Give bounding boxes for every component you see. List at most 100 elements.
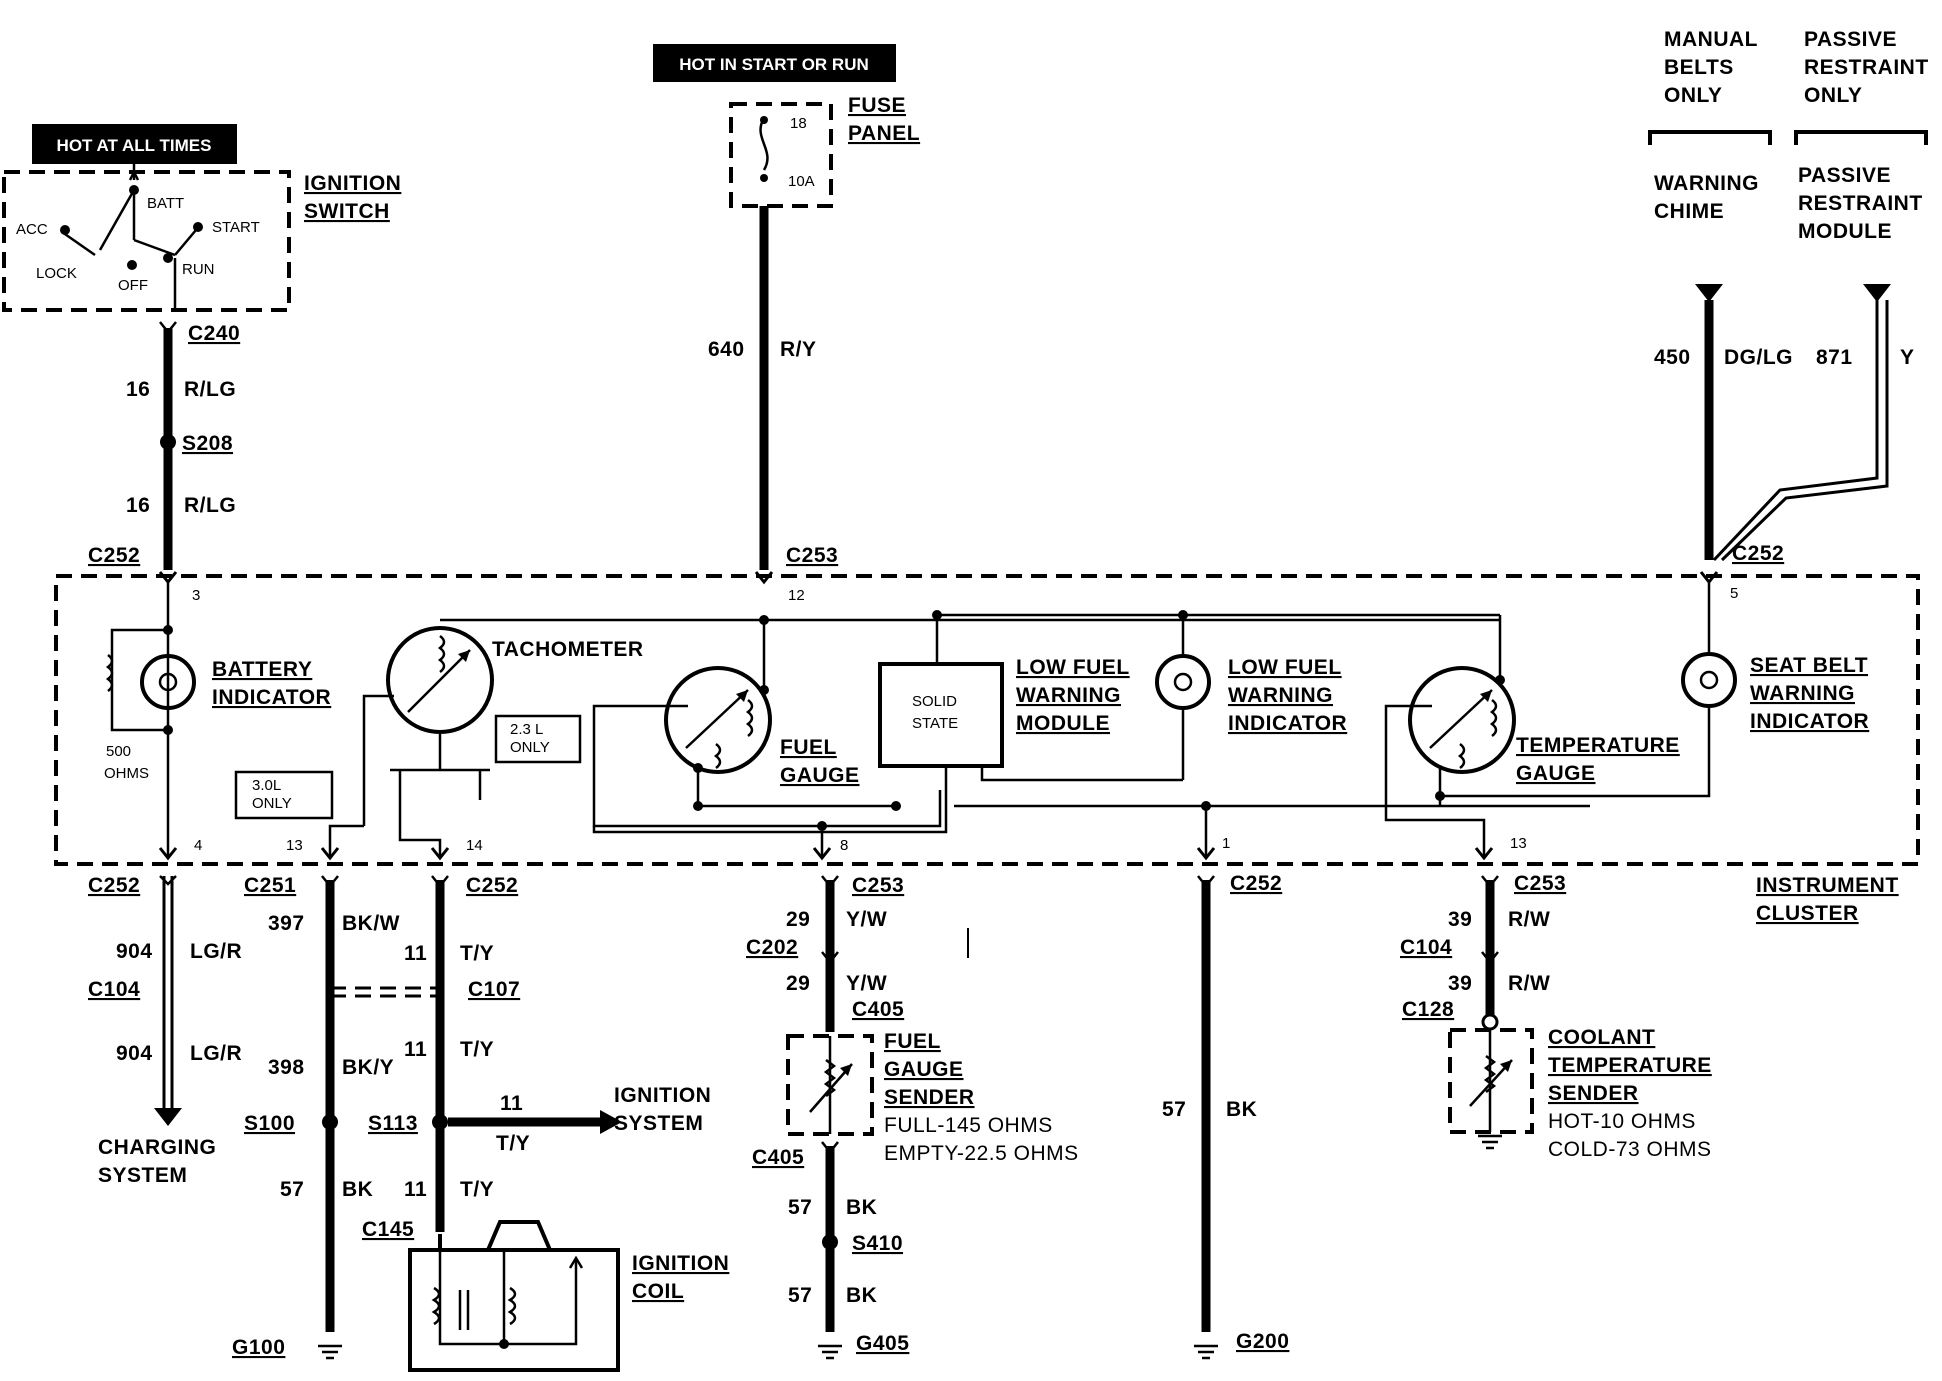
fuse-panel-title-1: FUSE: [848, 94, 906, 117]
ground-g100: G100: [232, 1336, 285, 1359]
only-23l-2: ONLY: [510, 739, 550, 756]
solid-state-2: STATE: [912, 715, 958, 732]
wire-871-number: 871: [1816, 346, 1853, 369]
wire-lgr-color: LG/R: [190, 940, 242, 963]
splice-s208: [160, 434, 176, 450]
wire-904-lgr: [162, 876, 174, 1110]
manual-belts-1: MANUAL: [1664, 28, 1758, 51]
wire-bk-color-b: BK: [846, 1196, 877, 1219]
fuse-rating: 10A: [788, 173, 815, 190]
connector-c145: C145: [362, 1218, 414, 1241]
connector-c251: C251: [244, 874, 296, 897]
instrument-cluster-box: [54, 574, 1920, 866]
wire-rw-color-a: R/W: [1508, 908, 1550, 931]
battery-indicator-1: BATTERY: [212, 658, 312, 681]
wire-11-number-b: 11: [404, 1038, 427, 1061]
fuse-number: 18: [790, 115, 807, 132]
wire-bk-color-d: BK: [1226, 1098, 1257, 1121]
lfw-module-1: LOW FUEL: [1016, 656, 1130, 679]
ignition-switch-box: [2, 170, 291, 312]
connector-c202: C202: [746, 936, 798, 959]
passive-only-3: ONLY: [1804, 84, 1862, 107]
cluster-title-2: CLUSTER: [1756, 902, 1859, 925]
connector-c252-right: C252: [1732, 542, 1784, 565]
connector-c253-b1: C253: [852, 874, 904, 897]
passive-only-2: RESTRAINT: [1804, 56, 1929, 79]
connector-c405-a: C405: [852, 998, 904, 1021]
ignition-system-1: IGNITION: [614, 1084, 711, 1107]
wire-bky-color: BK/Y: [342, 1056, 394, 1079]
passive-module-2: RESTRAINT: [1798, 192, 1923, 215]
connector-c252-b2: C252: [466, 874, 518, 897]
seat-belt-indicator-lamp: [1681, 652, 1737, 708]
fuse-panel-box: [729, 102, 833, 208]
lfw-indicator-1: LOW FUEL: [1228, 656, 1342, 679]
switch-pos-off: OFF: [118, 277, 148, 294]
manual-belts-2: BELTS: [1664, 56, 1734, 79]
ignition-switch-title-1: IGNITION: [304, 172, 401, 195]
battery-indicator-2: INDICATOR: [212, 686, 331, 709]
fuel-sender-2: GAUGE: [884, 1058, 964, 1081]
connector-c128: C128: [1402, 998, 1454, 1021]
wire-57-number-b: 57: [788, 1196, 812, 1219]
pin-13: 13: [286, 837, 303, 854]
lfw-indicator-3: INDICATOR: [1228, 712, 1347, 735]
wire-ty-color-c: T/Y: [496, 1132, 530, 1155]
ignition-coil-1: IGNITION: [632, 1252, 729, 1275]
wire-450-number: 450: [1654, 346, 1691, 369]
low-fuel-indicator-lamp: [1155, 654, 1211, 710]
wire-29-number-a: 29: [786, 908, 810, 931]
wire-11-number-a: 11: [404, 942, 427, 965]
fuel-gauge-label-2: GAUGE: [780, 764, 860, 787]
pin-3: 3: [192, 587, 200, 604]
temperature-gauge: [1408, 666, 1516, 774]
coolant-sender-2: TEMPERATURE: [1548, 1054, 1712, 1077]
fuel-spec-empty: EMPTY-22.5 OHMS: [884, 1142, 1079, 1165]
coolant-spec-cold: COLD-73 OHMS: [1548, 1138, 1712, 1161]
fuel-sender-3: SENDER: [884, 1086, 975, 1109]
solid-state-module: [878, 662, 1004, 768]
splice-s113: S113: [368, 1112, 418, 1135]
wire-rlg-color: R/LG: [184, 378, 236, 401]
switch-pos-run: RUN: [182, 261, 215, 278]
manual-belts-3: ONLY: [1664, 84, 1722, 107]
wire-16-number-2: 16: [126, 494, 150, 517]
wire-bk-color-c: BK: [846, 1284, 877, 1307]
fuel-sender-1: FUEL: [884, 1030, 941, 1053]
passive-module-1: PASSIVE: [1798, 164, 1891, 187]
wire-57-number-c: 57: [788, 1284, 812, 1307]
battery-indicator-lamp: [140, 654, 196, 710]
wire-bk-color-a: BK: [342, 1178, 373, 1201]
wire-lgr-color-2: LG/R: [190, 1042, 242, 1065]
pin-5: 5: [1730, 585, 1738, 602]
wire-57-number-d: 57: [1162, 1098, 1186, 1121]
tachometer-label: TACHOMETER: [492, 638, 644, 661]
charging-system-1: CHARGING: [98, 1136, 216, 1159]
pin-1: 1: [1222, 835, 1230, 852]
fuel-gauge-label-1: FUEL: [780, 736, 837, 759]
wire-dglg-color: DG/LG: [1724, 346, 1793, 369]
connector-c252-b3: C252: [1230, 872, 1282, 895]
ignition-switch-title-2: SWITCH: [304, 200, 390, 223]
warning-chime-1: WARNING: [1654, 172, 1759, 195]
pin-8: 8: [840, 837, 848, 854]
connector-c240: C240: [188, 322, 240, 345]
wire-11-number-d: 11: [404, 1178, 427, 1201]
wire-871-y: [1712, 300, 1879, 562]
resistor-ohms-1: 500: [106, 743, 131, 760]
lfw-module-3: MODULE: [1016, 712, 1110, 735]
ignition-coil-box: [408, 1248, 620, 1372]
connector-c107: C107: [468, 978, 520, 1001]
wire-397-number: 397: [268, 912, 305, 935]
switch-pos-lock: LOCK: [36, 265, 77, 282]
switch-pos-acc: ACC: [16, 221, 48, 238]
warning-chime-2: CHIME: [1654, 200, 1724, 223]
lfw-module-2: WARNING: [1016, 684, 1121, 707]
wire-904-number-2: 904: [116, 1042, 153, 1065]
pin-4: 4: [194, 837, 202, 854]
only-23l-box: [494, 714, 582, 764]
fuel-sender-box: [786, 1034, 874, 1136]
wire-39-number-b: 39: [1448, 972, 1472, 995]
hot-in-start-or-run-label: HOT IN START OR RUN: [679, 55, 869, 74]
fuse-panel-title-2: PANEL: [848, 122, 920, 145]
